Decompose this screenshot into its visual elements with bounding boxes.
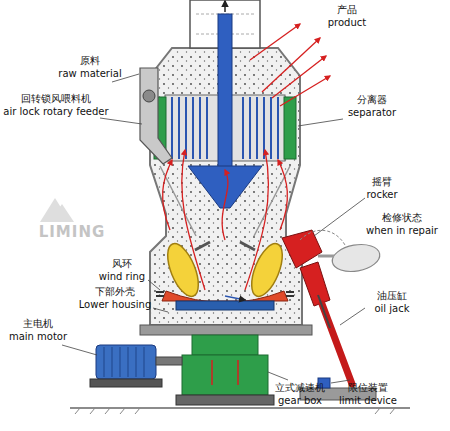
part-label: oil jack (374, 303, 409, 315)
ground-line (70, 407, 410, 409)
part-label: 摇臂 (372, 176, 392, 188)
repair-roller (330, 241, 382, 275)
leader-line (331, 380, 350, 383)
part-label: main motor (9, 331, 67, 343)
part-label: 回转锁风喂料机 (21, 93, 91, 105)
leader-line (340, 308, 365, 325)
leader-line (298, 119, 343, 126)
part-label: product (328, 17, 366, 29)
repair-arm (318, 255, 334, 258)
product-flow-arrow (280, 76, 330, 106)
part-label: 限位装置 (348, 382, 388, 394)
feeder-rotor (143, 90, 155, 102)
gearbox-detail (212, 360, 238, 385)
part-label: 分离器 (357, 94, 387, 106)
air-flow-arrow (163, 160, 172, 230)
gearbox-body (182, 355, 268, 395)
air-flow-arrow (222, 170, 228, 240)
part-label: 原料 (80, 55, 100, 67)
rotation-arrow (225, 296, 245, 300)
illustration-part (62, 74, 365, 383)
part-label: raw material (58, 68, 121, 80)
wind-ring (156, 292, 294, 296)
part-label: air lock rotary feeder (3, 106, 108, 118)
product-flow-arrow (272, 56, 326, 98)
ground-hatch (75, 408, 395, 414)
gearbox-base (176, 395, 274, 405)
leader-line (148, 280, 160, 290)
leader-line (314, 198, 365, 236)
air-flow-arrow (278, 160, 287, 230)
part-label: rocker (366, 189, 397, 201)
motor-base (90, 379, 162, 387)
base-platform (140, 325, 312, 335)
roller-axle (195, 242, 255, 250)
part-label: gear box (278, 395, 322, 407)
part-label: 下部外壳 (95, 286, 135, 298)
leader-line (62, 345, 97, 355)
part-label: 风环 (112, 258, 132, 270)
separator-shaft (218, 14, 232, 170)
main-motor (96, 345, 156, 379)
part-label: Lower housing (79, 299, 152, 311)
part-label: 主电机 (23, 318, 53, 330)
leader-line (268, 372, 288, 380)
separator-ring-right (284, 97, 296, 159)
feeder-chute (140, 68, 172, 164)
watermark: LIMING (39, 226, 106, 238)
shaft-arrow (224, 1, 226, 12)
part-label: 立式减速机 (275, 382, 325, 394)
rocker-lever (300, 262, 330, 306)
part-label: when in repair (366, 225, 438, 237)
part-label: 检修状态 (382, 212, 422, 224)
motor-shaft (156, 357, 182, 365)
leader-line (153, 308, 168, 312)
oil-jack-rod (318, 295, 330, 328)
product-flow-arrow (250, 24, 300, 60)
leader-line (100, 118, 142, 124)
part-label: 产品 (337, 4, 357, 16)
part-label: limit device (339, 395, 397, 407)
part-label: 油压缸 (377, 290, 407, 302)
gearbox-top (192, 335, 258, 355)
watermark-logo (40, 198, 74, 222)
part-label: wind ring (99, 271, 145, 283)
table-base (176, 301, 274, 310)
part-label: separator (348, 107, 396, 119)
swing-path (300, 230, 345, 245)
motor-ribs (104, 347, 144, 377)
